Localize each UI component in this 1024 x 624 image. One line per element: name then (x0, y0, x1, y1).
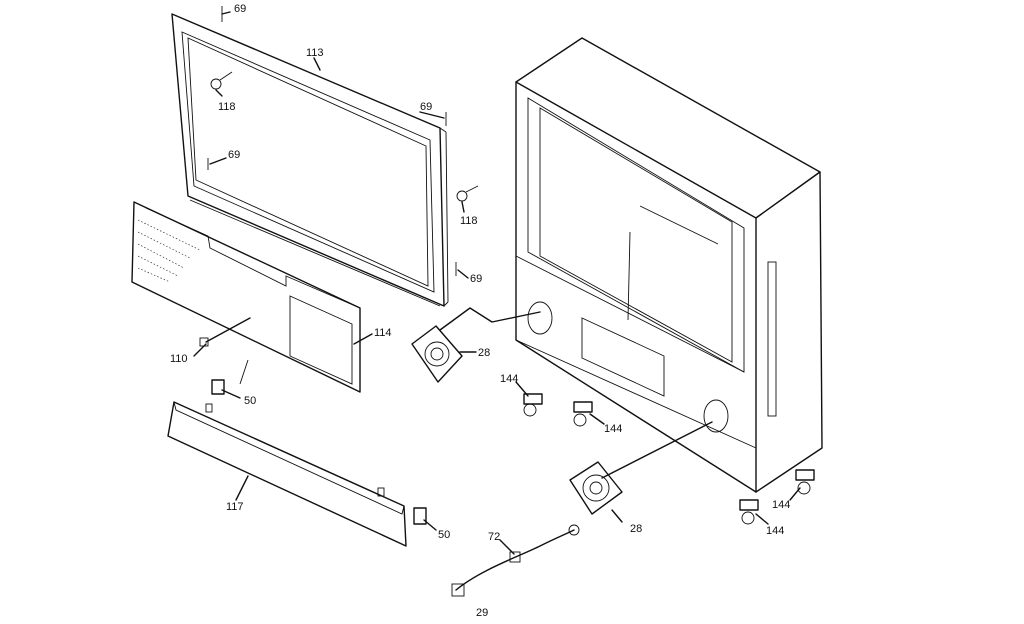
callout-69-left: 69 (228, 149, 240, 161)
callout-72: 72 (488, 531, 500, 543)
callout-50-upper: 50 (244, 395, 256, 407)
callout-labels: 69 113 118 69 69 118 69 114 110 28 50 14… (170, 3, 790, 619)
callout-144-b: 144 (604, 423, 622, 435)
callout-144-a: 144 (500, 373, 518, 385)
screw-left-118 (210, 71, 233, 90)
caster-b-144 (573, 401, 593, 427)
callout-118-right: 118 (460, 215, 478, 227)
callout-144-c: 144 (772, 499, 790, 511)
bracket-upper-50 (211, 359, 249, 395)
callout-28-lower: 28 (630, 523, 642, 535)
caster-c-144 (795, 469, 815, 495)
screw-right-118 (456, 185, 479, 202)
bracket-lower-50 (413, 507, 427, 525)
speaker-grille-114 (131, 201, 361, 393)
callout-69-right: 69 (420, 101, 432, 113)
callout-50-lower: 50 (438, 529, 450, 541)
callout-69-lower: 69 (470, 273, 482, 285)
callout-110: 110 (170, 353, 188, 365)
screen-frame-113 (171, 13, 449, 307)
cabinet (515, 37, 823, 493)
callout-114: 114 (374, 327, 392, 339)
callout-69-top: 69 (234, 3, 246, 15)
callout-28-upper: 28 (478, 347, 490, 359)
leader-lines (193, 11, 801, 555)
callout-117: 117 (226, 501, 244, 513)
callout-118-left: 118 (218, 101, 236, 113)
speaker-lower-28 (569, 461, 623, 515)
wire-harness-72 (451, 524, 580, 597)
caster-a-144 (523, 393, 543, 417)
page-number: 29 (476, 607, 488, 619)
callout-113: 113 (306, 47, 324, 59)
callout-144-d: 144 (766, 525, 784, 537)
speaker-upper-28 (411, 325, 463, 383)
bottom-trim-117 (167, 401, 407, 547)
caster-d-144 (739, 499, 759, 525)
